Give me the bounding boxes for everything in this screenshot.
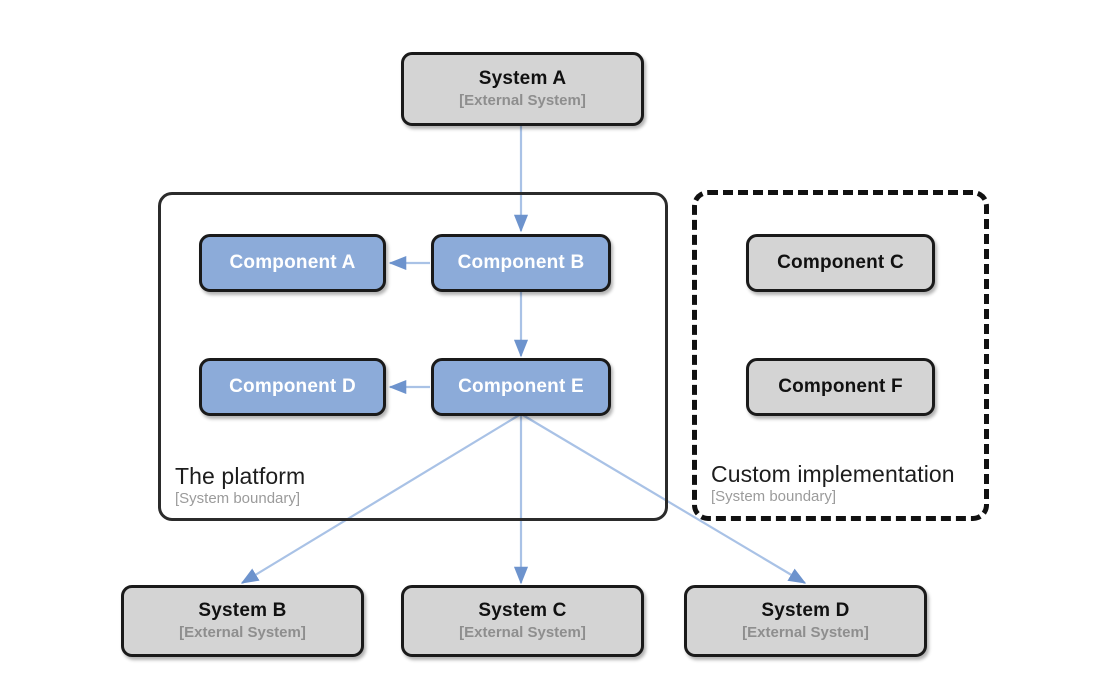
node-component-c[interactable]: Component C — [746, 234, 935, 292]
boundary-custom-subtitle: [System boundary] — [711, 488, 837, 506]
node-component-e[interactable]: Component E — [431, 358, 611, 416]
node-system-c[interactable]: System C [External System] — [401, 585, 644, 657]
node-component-c-title: Component C — [777, 251, 904, 273]
node-system-a-title: System A — [478, 67, 567, 89]
boundary-custom-implementation: Custom implementation [System boundary] — [692, 190, 989, 521]
node-component-f-title: Component F — [778, 375, 903, 397]
node-system-c-subtitle: [External System] — [459, 623, 586, 641]
node-system-a[interactable]: System A [External System] — [401, 52, 644, 126]
boundary-platform-label: The platform [System boundary] — [175, 464, 305, 508]
node-component-a-title: Component A — [229, 251, 356, 273]
node-component-e-title: Component E — [458, 375, 584, 397]
boundary-platform-title: The platform — [175, 463, 306, 490]
boundary-custom-title: Custom implementation — [711, 461, 955, 488]
node-component-b-title: Component B — [457, 251, 585, 273]
boundary-platform-subtitle: [System boundary] — [175, 490, 301, 508]
node-component-d-title: Component D — [229, 375, 356, 397]
node-system-d-title: System D — [761, 599, 850, 621]
node-component-f[interactable]: Component F — [746, 358, 935, 416]
boundary-custom-label: Custom implementation [System boundary] — [711, 462, 955, 506]
node-component-d[interactable]: Component D — [199, 358, 386, 416]
node-system-b[interactable]: System B [External System] — [121, 585, 364, 657]
node-system-c-title: System C — [478, 599, 567, 621]
node-component-a[interactable]: Component A — [199, 234, 386, 292]
node-system-d[interactable]: System D [External System] — [684, 585, 927, 657]
node-component-b[interactable]: Component B — [431, 234, 611, 292]
boundary-platform: The platform [System boundary] — [158, 192, 668, 521]
node-system-b-title: System B — [198, 599, 287, 621]
node-system-d-subtitle: [External System] — [742, 623, 869, 641]
node-system-a-subtitle: [External System] — [459, 91, 586, 109]
node-system-b-subtitle: [External System] — [179, 623, 306, 641]
